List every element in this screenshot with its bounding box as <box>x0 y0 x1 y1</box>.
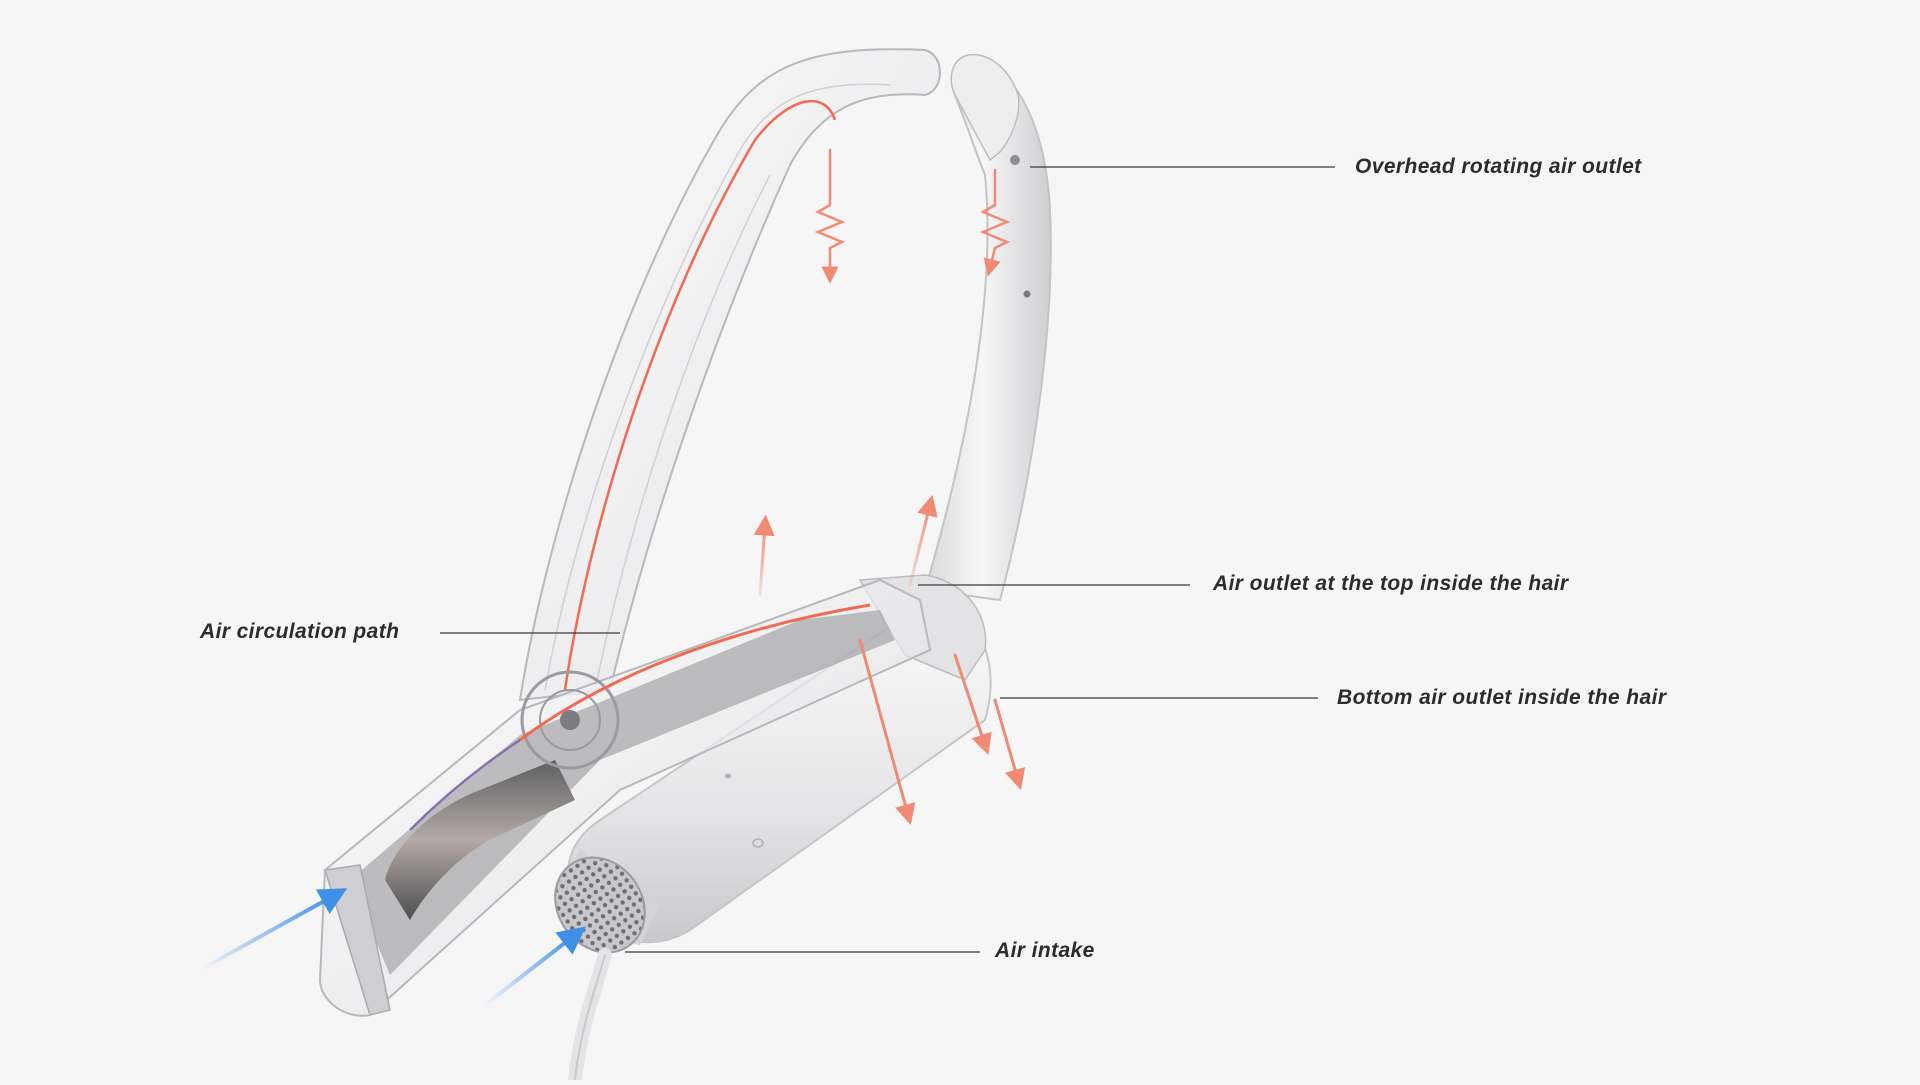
overhead-airflow-arrows <box>814 148 1011 284</box>
callout-bottom-outlet: Bottom air outlet inside the hair <box>1337 686 1667 709</box>
callout-circulation-path: Air circulation path <box>200 620 400 643</box>
callout-overhead-outlet: Overhead rotating air outlet <box>1355 155 1642 178</box>
callout-top-outlet: Air outlet at the top inside the hair <box>1213 572 1569 595</box>
leader-lines <box>440 166 1335 953</box>
callout-air-intake: Air intake <box>995 939 1095 962</box>
bottom-airflow-arrows <box>858 638 1026 826</box>
top-airflow-arrows <box>753 494 938 597</box>
internal-air-path <box>563 99 837 691</box>
intake-airflow-arrows <box>198 888 587 1007</box>
right-body <box>923 54 1052 602</box>
motor <box>385 760 575 920</box>
transparent-arm <box>518 48 941 702</box>
transparent-housing <box>318 578 932 1017</box>
overhead-outlet-nozzle <box>1010 155 1020 165</box>
